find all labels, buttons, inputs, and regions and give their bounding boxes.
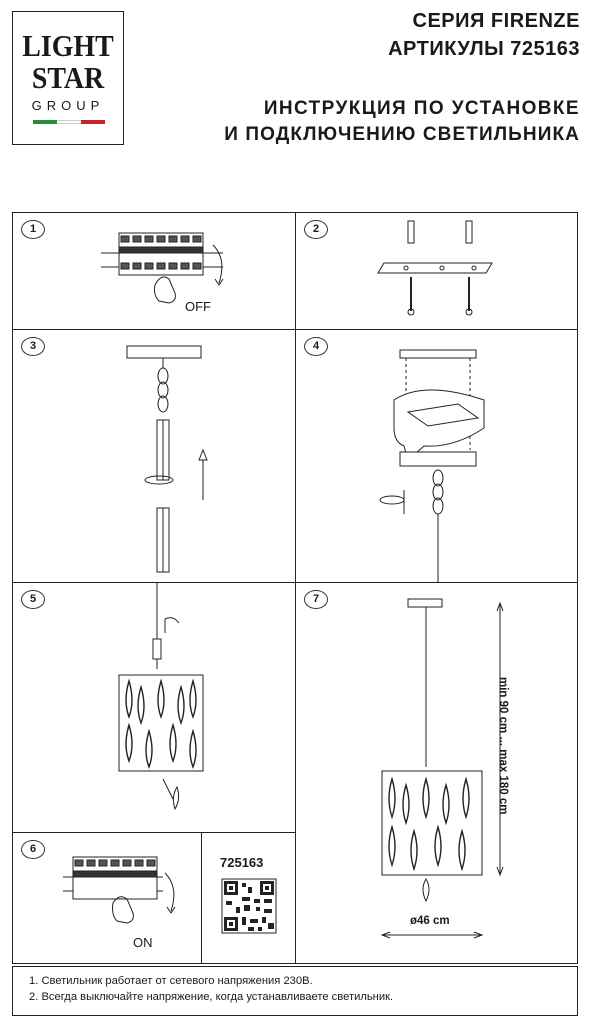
step-number: 1	[21, 220, 45, 239]
series-title: СЕРИЯ FIRENZE	[412, 10, 580, 32]
on-label: ON	[133, 935, 153, 950]
step-number: 6	[21, 840, 45, 859]
logo-line-2: STAR	[31, 60, 105, 95]
step-number: 7	[304, 590, 328, 609]
logo-line-1: LIGHT	[22, 28, 114, 63]
step-6-panel: 6 ON	[12, 832, 202, 964]
step-number: 2	[304, 220, 328, 239]
qr-code-icon	[221, 878, 277, 934]
breaker-off-illustration	[101, 232, 224, 304]
step-number: 3	[21, 337, 45, 356]
step-2-panel: 2	[295, 212, 578, 330]
bulb-install-illustration	[118, 583, 204, 811]
instruction-title-1: ИНСТРУКЦИЯ ПО УСТАНОВКЕ	[263, 98, 580, 119]
note-2: 2. Всегда выключайте напряжение, когда у…	[29, 991, 394, 1003]
step-7-panel: 7 min 90 cm ... max 180 cm ø46 cm	[295, 582, 578, 964]
breaker-on-illustration	[63, 856, 176, 924]
mounting-bracket-illustration	[377, 220, 493, 316]
step-5-panel: 5	[12, 582, 296, 833]
step-3-panel: 3	[12, 329, 296, 583]
qr-article-code: 725163	[220, 855, 264, 870]
wiring-connection-illustration	[379, 349, 485, 582]
instruction-grid: 1 OFF 2 3	[12, 212, 578, 964]
logo-line-3: GROUP	[31, 98, 105, 113]
assembled-lamp-illustration	[380, 598, 504, 939]
step-4-panel: 4	[295, 329, 578, 583]
instruction-title-2: И ПОДКЛЮЧЕНИЮ СВЕТИЛЬНИКА	[224, 124, 580, 145]
step-number: 4	[304, 337, 328, 356]
off-label: OFF	[185, 299, 211, 314]
diameter-label: ø46 cm	[410, 915, 450, 927]
step-number: 5	[21, 590, 45, 609]
article-number: АРТИКУЛЫ 725163	[388, 38, 580, 60]
brand-logo: LIGHT STAR GROUP	[12, 11, 124, 145]
height-range-label: min 90 cm ... max 180 cm	[497, 677, 509, 815]
qr-panel: 725163	[201, 832, 296, 964]
chain-rod-illustration	[126, 345, 208, 573]
note-1: 1. Светильник работает от сетевого напря…	[29, 975, 313, 987]
italian-flag-stripe	[33, 120, 105, 124]
notes-box: 1. Светильник работает от сетевого напря…	[12, 966, 578, 1016]
step-1-panel: 1 OFF	[12, 212, 296, 330]
